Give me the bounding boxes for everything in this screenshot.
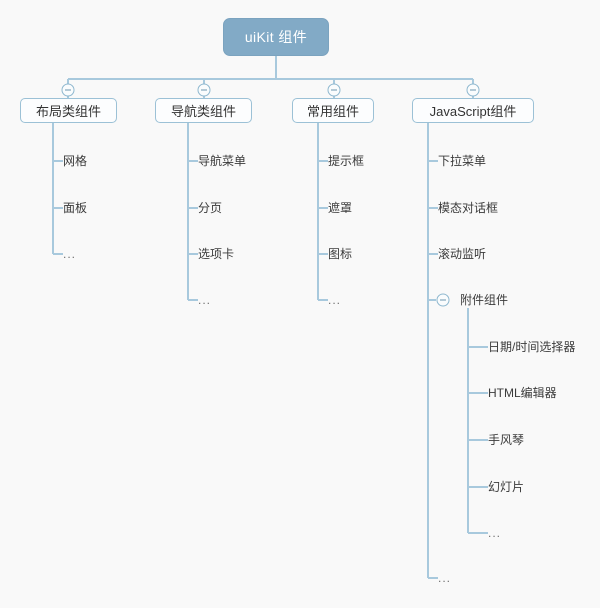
leaf-node[interactable]: 幻灯片 [488,481,524,493]
leaf-node[interactable]: 遮罩 [328,202,352,214]
leaf-node[interactable]: 面板 [63,202,87,214]
branch-node-label: 导航类组件 [170,104,236,119]
branch-node-label: JavaScript组件 [429,104,517,119]
leaf-node[interactable]: 分页 [198,202,222,214]
leaf-node[interactable]: 网格 [63,155,87,167]
collapse-minus-icon[interactable] [436,293,450,307]
leaf-node-label: 下拉菜单 [438,154,487,168]
leaf-node-label: 手风琴 [488,433,525,447]
inner-node-label: 附件组件 [460,293,509,307]
collapse-minus-icon[interactable] [61,83,75,97]
leaf-node-label: 模态对话框 [438,201,499,215]
branch-node-navigation[interactable]: 导航类组件 [155,98,252,123]
leaf-node[interactable]: HTML编辑器 [488,387,557,399]
leaf-node-label: 幻灯片 [488,480,525,494]
leaf-node-label: 滚动监听 [438,247,487,261]
leaf-node-label: 遮罩 [328,201,353,215]
branch-node-layout[interactable]: 布局类组件 [20,98,117,123]
inner-node-attachments[interactable]: 附件组件 [460,294,508,306]
branch-node-label: 布局类组件 [35,104,101,119]
leaf-node[interactable]: 手风琴 [488,434,524,446]
collapse-minus-icon[interactable] [466,83,480,97]
leaf-node[interactable]: 下拉菜单 [438,155,486,167]
leaf-node-label: ... [328,293,342,307]
branch-node-common[interactable]: 常用组件 [292,98,374,123]
leaf-node-more[interactable]: ... [198,294,211,306]
leaf-node[interactable]: 图标 [328,248,352,260]
root-node-label: uiKit 组件 [244,29,308,45]
branch-node-label: 常用组件 [306,104,359,119]
leaf-node-more[interactable]: ... [488,527,501,539]
leaf-node-label: ... [63,247,77,261]
leaf-node-label: 分页 [198,201,223,215]
leaf-node[interactable]: 日期/时间选择器 [488,341,575,353]
branch-node-javascript[interactable]: JavaScript组件 [412,98,534,123]
leaf-node-label: 导航菜单 [198,154,247,168]
leaf-node-label: ... [438,571,452,585]
leaf-node-label: 网格 [63,154,88,168]
leaf-node-more[interactable]: ... [438,572,451,584]
leaf-node[interactable]: 滚动监听 [438,248,486,260]
leaf-node-label: ... [488,526,502,540]
root-node[interactable]: uiKit 组件 [223,18,329,56]
leaf-node-label: 日期/时间选择器 [488,340,576,354]
leaf-node-label: HTML编辑器 [488,386,557,400]
leaf-node-label: 面板 [63,201,88,215]
collapse-minus-icon[interactable] [197,83,211,97]
leaf-node-more[interactable]: ... [63,248,76,260]
leaf-node-label: 选项卡 [198,247,235,261]
leaf-node[interactable]: 导航菜单 [198,155,246,167]
leaf-node-label: 提示框 [328,154,365,168]
leaf-node[interactable]: 选项卡 [198,248,234,260]
collapse-minus-icon[interactable] [327,83,341,97]
leaf-node[interactable]: 提示框 [328,155,364,167]
leaf-node-more[interactable]: ... [328,294,341,306]
leaf-node[interactable]: 模态对话框 [438,202,498,214]
leaf-node-label: 图标 [328,247,353,261]
leaf-node-label: ... [198,293,212,307]
